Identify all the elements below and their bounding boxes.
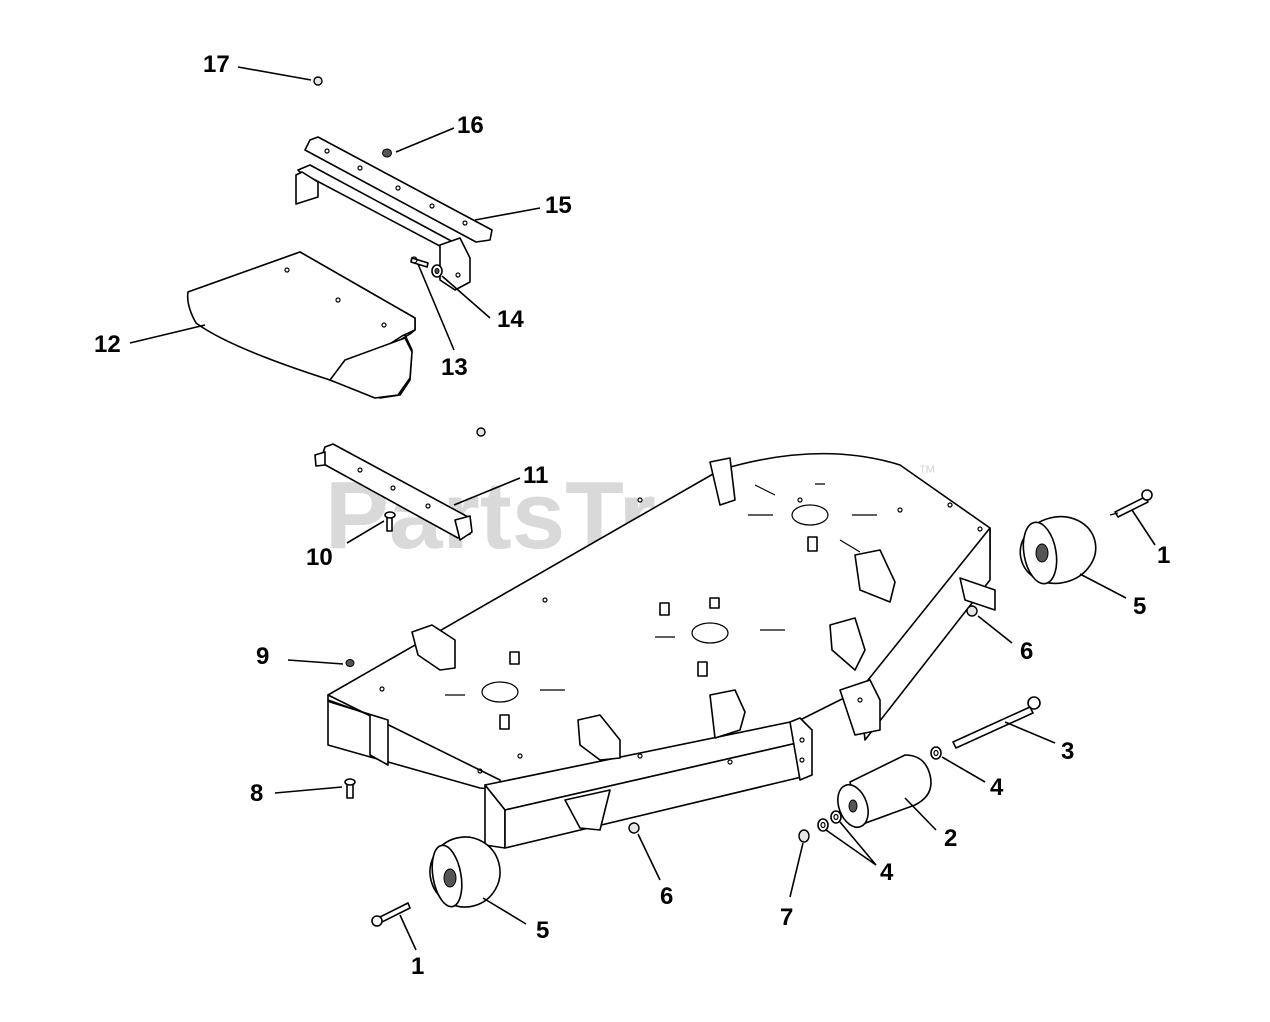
callout-5-left: 5 [536, 917, 549, 944]
part-15-bracket [295, 136, 493, 291]
callout-15: 15 [545, 192, 572, 219]
part-6-nut-right [966, 605, 978, 617]
part-14-spacer [431, 264, 443, 278]
part-10-bolt [384, 511, 396, 532]
callout-13: 13 [441, 354, 468, 381]
callout-14: 14 [497, 306, 524, 333]
part-7-nut [798, 829, 810, 843]
callout-1-right: 1 [1157, 542, 1170, 569]
part-8-bolt [344, 778, 356, 799]
part-1-bolt-right [1109, 489, 1153, 518]
callout-12: 12 [94, 331, 121, 358]
part-11-bracket [314, 443, 473, 541]
part-nut-loose [476, 427, 486, 437]
callout-5-right: 5 [1133, 593, 1146, 620]
callout-4-upper: 4 [990, 774, 1004, 801]
part-2-roller [837, 754, 932, 829]
callout-6-front: 6 [660, 883, 673, 910]
watermark-trademark: ™ [918, 462, 936, 482]
leader-lines [129, 66, 1156, 951]
callout-6-right: 6 [1020, 638, 1033, 665]
callout-2: 2 [944, 825, 957, 852]
callout-9: 9 [256, 643, 269, 670]
callout-16: 16 [457, 112, 484, 139]
part-5-wheel-right [1019, 515, 1097, 585]
callout-17: 17 [203, 51, 230, 78]
callout-11: 11 [523, 462, 548, 489]
callout-labels: 17 16 15 12 14 13 11 10 1 5 6 9 3 4 8 2 … [94, 51, 1170, 980]
part-4-washers-lower [817, 810, 842, 832]
callout-8: 8 [250, 780, 263, 807]
part-1-bolt-left [371, 902, 411, 927]
part-12-deflector [186, 251, 416, 399]
callout-4-lower: 4 [880, 859, 894, 886]
callout-1-left: 1 [411, 953, 424, 980]
callout-10: 10 [306, 544, 333, 571]
part-3-bolt [952, 696, 1041, 749]
part-16-nut [382, 148, 392, 158]
part-9-nut [345, 659, 355, 667]
callout-7: 7 [780, 904, 793, 931]
part-17-nut [313, 76, 323, 86]
part-5-wheel-left [429, 836, 501, 908]
mower-deck [327, 452, 996, 849]
part-13-bolt [410, 256, 429, 268]
callout-3: 3 [1061, 738, 1074, 765]
part-4-washer-upper [930, 746, 942, 760]
part-6-nut-front [628, 822, 640, 834]
